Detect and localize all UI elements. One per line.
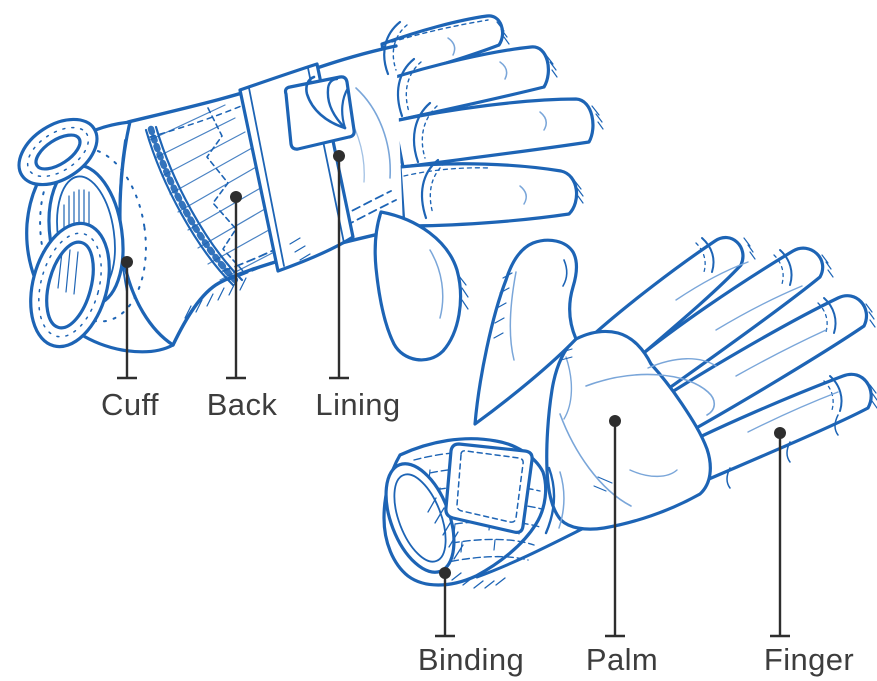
part-label-binding: Binding	[417, 642, 525, 677]
right-glove-palm	[545, 329, 717, 531]
part-label-palm: Palm	[585, 642, 659, 677]
leader-line-palm	[605, 415, 625, 638]
part-label-lining: Lining	[315, 387, 401, 422]
leader-lines	[117, 150, 790, 638]
cuff-top-loop	[17, 117, 99, 187]
flame-logo-icon	[305, 75, 350, 130]
right-glove-knit-binding	[382, 437, 548, 589]
velcro-strap-patch	[444, 442, 534, 534]
left-glove-strap	[238, 62, 356, 273]
right-glove-fingers	[580, 235, 877, 489]
leader-line-back	[226, 191, 246, 380]
cuff-hanging-loop	[29, 221, 111, 349]
right-glove-thumb	[473, 238, 578, 426]
fingertip-hatching	[496, 21, 604, 204]
leader-line-lining	[329, 150, 349, 380]
right-glove-wrist-seams	[475, 466, 584, 579]
left-glove-knit-back-panel	[144, 104, 283, 287]
knit-fan-lines	[149, 104, 283, 281]
left-glove-back-view	[17, 14, 604, 362]
leader-line-binding	[435, 567, 455, 638]
part-label-back: Back	[206, 387, 278, 422]
part-label-cuff: Cuff	[101, 387, 159, 422]
left-glove-cuff-ring	[17, 117, 175, 354]
leader-line-finger	[770, 427, 790, 638]
left-glove-thumb	[373, 210, 469, 362]
fingertip-hatching	[743, 237, 877, 409]
right-glove-palm-view	[382, 235, 877, 589]
left-glove-fingers	[380, 14, 604, 228]
leader-line-cuff	[117, 256, 137, 380]
part-label-finger: Finger	[763, 642, 855, 677]
